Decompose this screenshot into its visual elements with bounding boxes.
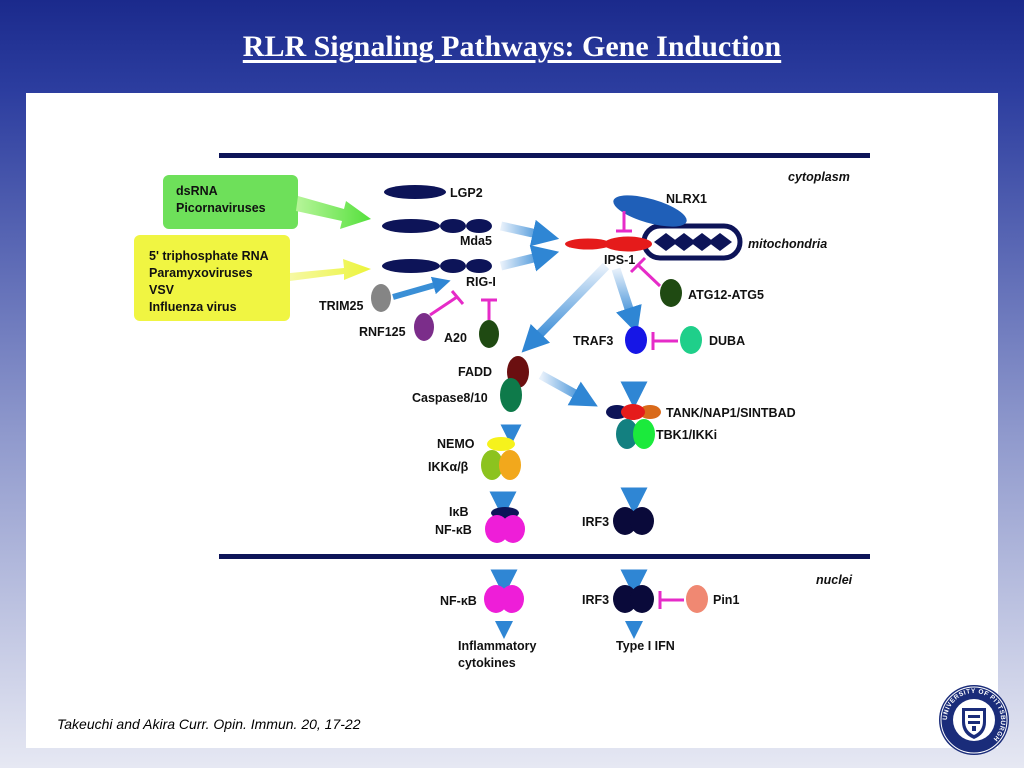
rnf125-inhibition xyxy=(429,290,465,317)
ips1-to-traf3-arrow xyxy=(611,267,642,334)
ikk-shape xyxy=(481,450,521,480)
pin1-label: Pin1 xyxy=(713,593,739,607)
duba-inhibition xyxy=(651,332,678,350)
cytoplasm-label: cytoplasm xyxy=(788,170,850,184)
rna-to-rigi-arrow xyxy=(290,259,371,281)
nlrx1-label: NLRX1 xyxy=(666,192,707,206)
trim25-activation-arrow xyxy=(392,276,451,300)
citation: Takeuchi and Akira Curr. Opin. Immun. 20… xyxy=(57,716,361,732)
lgp2-shape xyxy=(384,185,446,199)
pin1-shape xyxy=(686,585,708,613)
nfkb-nuclear-shape xyxy=(484,585,524,613)
nuclear-membrane-line xyxy=(219,554,870,559)
output-cytokines-label: cytokines xyxy=(458,656,516,670)
ligand-influenza: Influenza virus xyxy=(149,300,237,314)
triphosphate-ligand-box xyxy=(134,235,290,321)
tank-complex-shape xyxy=(606,404,661,420)
rigi-label: RIG-I xyxy=(466,275,496,289)
nfkb-cytoplasmic-label: NF-κB xyxy=(435,523,472,537)
nuclei-label: nuclei xyxy=(816,573,853,587)
nlrx1-inhibition xyxy=(616,211,632,233)
dsrna-to-mda5-arrow xyxy=(296,196,371,229)
figure-panel: cytoplasm nuclei dsRNA Picornaviruses 5'… xyxy=(26,93,998,748)
irf3-nuclear-label: IRF3 xyxy=(582,593,609,607)
nfkb-nuclear-label: NF-κB xyxy=(440,594,477,608)
atg12-atg5-shape xyxy=(660,279,682,307)
irf3-cytoplasmic-label: IRF3 xyxy=(582,515,609,529)
irf3-nuclear-shape xyxy=(613,585,654,613)
pin1-inhibition xyxy=(658,591,684,609)
tbk1-ikki-shape xyxy=(616,419,655,449)
ips1-to-fadd-arrow xyxy=(521,262,610,353)
a20-inhibition xyxy=(481,298,497,320)
tank-label: TANK/NAP1/SINTBAD xyxy=(666,406,796,420)
mitochondrion-cristae xyxy=(654,233,732,251)
trim25-shape xyxy=(371,284,391,312)
rigi-shape xyxy=(382,259,492,273)
tbk1-ikki-label: TBK1/IKKi xyxy=(656,428,717,442)
rnf125-shape xyxy=(414,313,434,341)
ligand-vsv: VSV xyxy=(149,283,175,297)
duba-shape xyxy=(680,326,702,354)
nfkb-cytoplasmic-shape xyxy=(485,515,525,543)
ikk-label: IKKα/β xyxy=(428,460,469,474)
nlrx1-shape xyxy=(613,195,687,227)
irf3-cytoplasmic-shape xyxy=(613,507,654,535)
cytoplasm-membrane-line xyxy=(219,153,870,158)
mda5-shape xyxy=(382,219,492,233)
atg12-atg5-label: ATG12-ATG5 xyxy=(688,288,764,302)
fadd-label: FADD xyxy=(458,365,492,379)
ips1-label: IPS-1 xyxy=(604,253,635,267)
dsrna-ligand-box xyxy=(163,175,298,229)
caspase-shape xyxy=(500,378,522,412)
fadd-to-tank-arrow xyxy=(538,371,598,407)
university-seal-logo: UNIVERSITY OF PITTSBURGH xyxy=(939,685,1009,755)
trim25-label: TRIM25 xyxy=(319,299,364,313)
rlr-pathway-diagram: cytoplasm nuclei dsRNA Picornaviruses 5'… xyxy=(134,153,870,670)
caspase-label: Caspase8/10 xyxy=(412,391,488,405)
a20-label: A20 xyxy=(444,331,467,345)
output-inflammatory-label: Inflammatory xyxy=(458,639,537,653)
slide-title: RLR Signaling Pathways: Gene Induction xyxy=(242,30,782,63)
duba-label: DUBA xyxy=(709,334,745,348)
output-type-i-ifn-label: Type I IFN xyxy=(616,639,675,653)
mda5-to-ips1-arrow xyxy=(500,219,560,247)
rnf125-label: RNF125 xyxy=(359,325,406,339)
nemo-label: NEMO xyxy=(437,437,475,451)
ligand-dsrna: dsRNA xyxy=(176,184,218,198)
a20-shape xyxy=(479,320,499,348)
traf3-shape xyxy=(625,326,647,354)
ligand-picornaviruses: Picornaviruses xyxy=(176,201,266,215)
mda5-label: Mda5 xyxy=(460,234,492,248)
nemo-shape xyxy=(487,437,515,451)
ligand-triphosphate-rna: 5' triphosphate RNA xyxy=(149,249,269,263)
ikb-label: IκB xyxy=(449,505,468,519)
traf3-label: TRAF3 xyxy=(573,334,613,348)
mitochondria-label: mitochondria xyxy=(748,237,827,251)
rigi-to-ips1-arrow xyxy=(499,245,560,272)
ips1-shape xyxy=(565,236,652,252)
atg-inhibition xyxy=(629,256,662,288)
lgp2-label: LGP2 xyxy=(450,186,483,200)
ligand-paramyxoviruses: Paramyxoviruses xyxy=(149,266,253,280)
